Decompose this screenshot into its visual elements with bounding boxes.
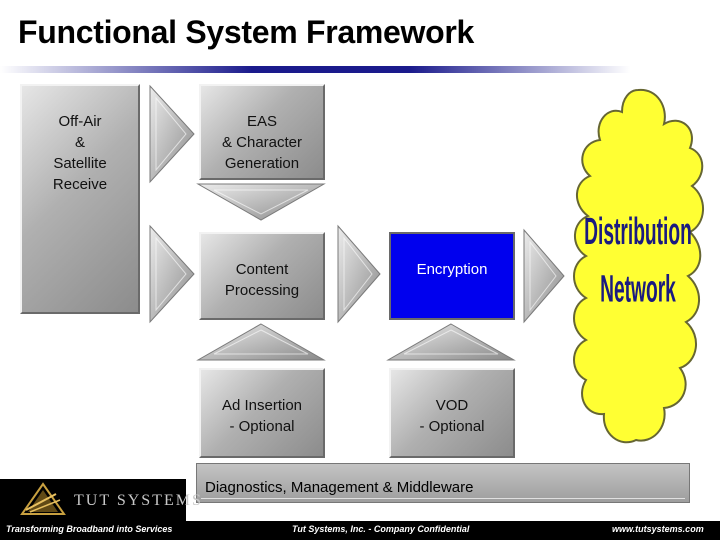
pyramid-logo-icon bbox=[20, 482, 66, 515]
diagnostics-label: Diagnostics, Management & Middleware bbox=[205, 479, 474, 496]
cloud-icon: Distribution Network bbox=[573, 88, 704, 444]
title-divider bbox=[0, 66, 630, 73]
box-encryption-label: Encryption bbox=[416, 261, 488, 278]
logo-text: TUT SYSTEMS bbox=[74, 492, 203, 509]
page-title: Functional System Framework bbox=[18, 14, 475, 50]
arrow-right-icon bbox=[337, 224, 381, 324]
diagnostics-management-bar[interactable]: Diagnostics, Management & Middleware bbox=[196, 463, 690, 503]
footer-confidential: Tut Systems, Inc. - Company Confidential bbox=[292, 524, 470, 534]
box-ad-insertion[interactable]: Ad Insertion - Optional bbox=[199, 368, 325, 458]
footer-tagline: Transforming Broadband into Services bbox=[6, 524, 173, 534]
box-vod-label: VOD - Optional bbox=[419, 397, 485, 435]
cloud-label-line1: Distribution bbox=[584, 211, 692, 253]
box-content-label: Content Processing bbox=[224, 261, 300, 299]
arrow-down-icon bbox=[196, 183, 326, 221]
box-off-air-label: Off-Air & Satellite Receive bbox=[52, 113, 108, 193]
box-encryption[interactable]: Encryption bbox=[389, 232, 515, 320]
arrow-right-icon bbox=[149, 84, 195, 184]
arrow-up-icon bbox=[196, 323, 326, 361]
box-off-air-satellite-receive[interactable]: Off-Air & Satellite Receive bbox=[20, 84, 140, 314]
box-vod[interactable]: VOD - Optional bbox=[389, 368, 515, 458]
box-ad-label: Ad Insertion - Optional bbox=[221, 397, 303, 435]
footer-bar: Transforming Broadband into Services Tut… bbox=[0, 521, 720, 540]
box-eas-label: EAS & Character Generation bbox=[221, 113, 303, 172]
diagnostics-inner-rule bbox=[201, 498, 685, 499]
arrow-right-icon bbox=[149, 224, 195, 324]
arrow-up-icon bbox=[386, 323, 516, 361]
box-eas-character-generation[interactable]: EAS & Character Generation bbox=[199, 84, 325, 180]
cloud-label-line2: Network bbox=[600, 269, 676, 311]
arrow-right-icon bbox=[523, 228, 565, 324]
box-content-processing[interactable]: Content Processing bbox=[199, 232, 325, 320]
footer-url[interactable]: www.tutsystems.com bbox=[612, 524, 704, 534]
